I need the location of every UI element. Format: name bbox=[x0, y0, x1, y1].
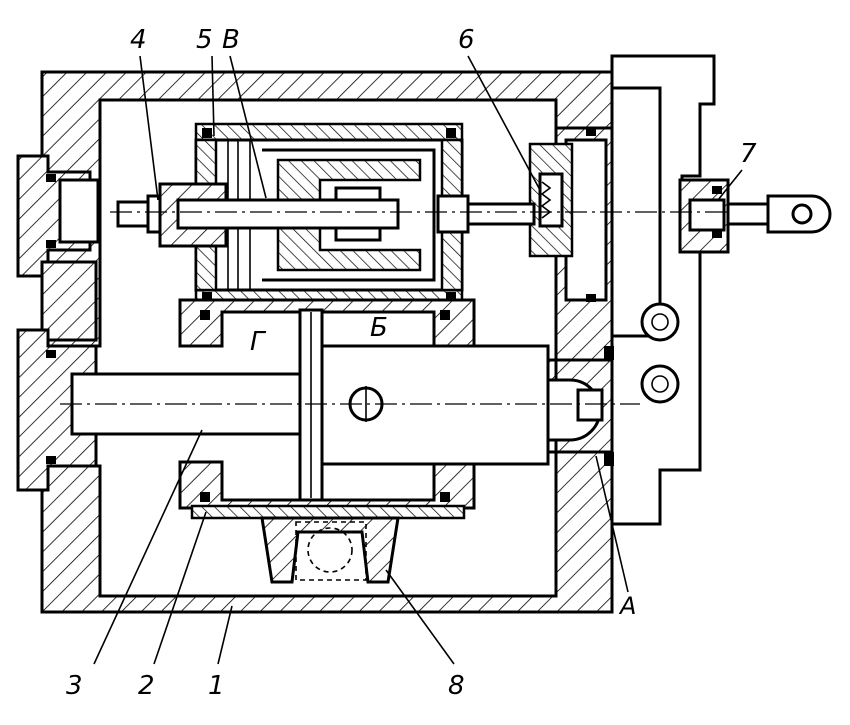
callout-4: 4 bbox=[130, 25, 147, 55]
callout-7: 7 bbox=[740, 139, 757, 169]
guide-bracket bbox=[260, 516, 400, 584]
center-lines bbox=[60, 211, 760, 405]
label-cavity-v: В bbox=[222, 25, 240, 55]
piston-rod bbox=[70, 308, 550, 502]
valve-block bbox=[528, 126, 614, 362]
rod-end-clevis bbox=[726, 194, 832, 234]
label-cavity-a: А bbox=[618, 592, 636, 620]
callout-2: 2 bbox=[138, 671, 155, 701]
left-end-cap bbox=[16, 154, 100, 492]
right-end-plate bbox=[610, 54, 730, 526]
callout-5: 5 bbox=[196, 25, 213, 55]
seal-block-a bbox=[546, 346, 614, 466]
callout-6: 6 bbox=[458, 25, 475, 55]
leader-lines bbox=[93, 55, 743, 665]
callout-labels: 4 5 В 6 7 Г Б А 3 2 1 8 bbox=[66, 25, 757, 701]
callout-1: 1 bbox=[208, 671, 225, 701]
piston-cylinder bbox=[178, 298, 476, 520]
tie-rod bbox=[116, 182, 536, 248]
callout-3: 3 bbox=[66, 671, 83, 701]
label-cavity-g: Г bbox=[250, 327, 267, 357]
label-cavity-b: Б bbox=[370, 313, 388, 343]
callout-8: 8 bbox=[448, 671, 465, 701]
